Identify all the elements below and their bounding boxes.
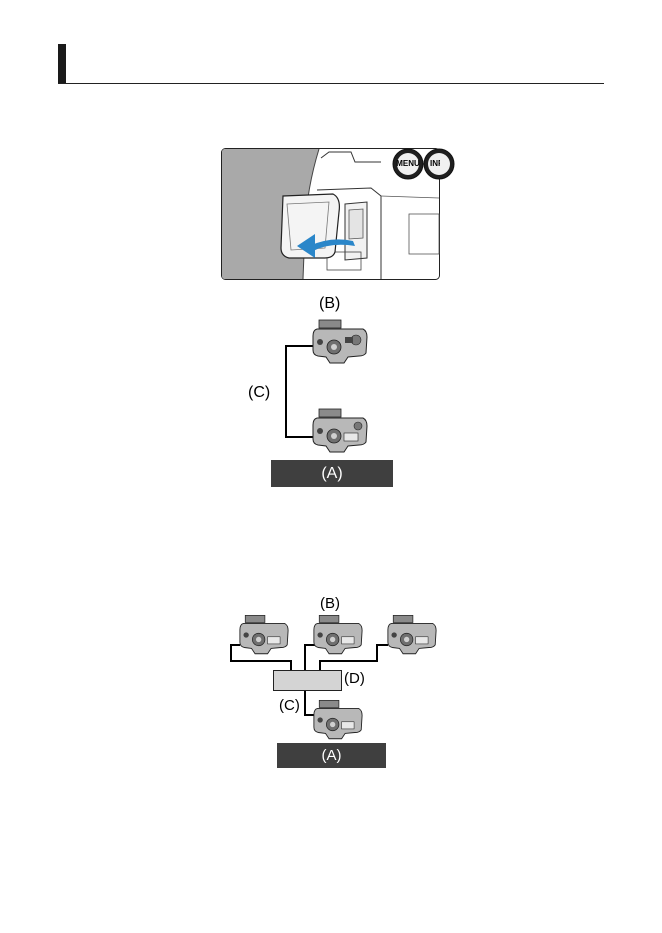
label-c-diagram2: (C) (279, 697, 300, 715)
network-hub (273, 670, 342, 691)
host-box-diagram2: (A) (277, 743, 386, 768)
camera-icon (387, 615, 437, 655)
label-d-diagram2: (D) (344, 670, 365, 688)
camera-icon (313, 700, 363, 740)
camera-icon (239, 615, 289, 655)
camera-icon (313, 615, 363, 655)
